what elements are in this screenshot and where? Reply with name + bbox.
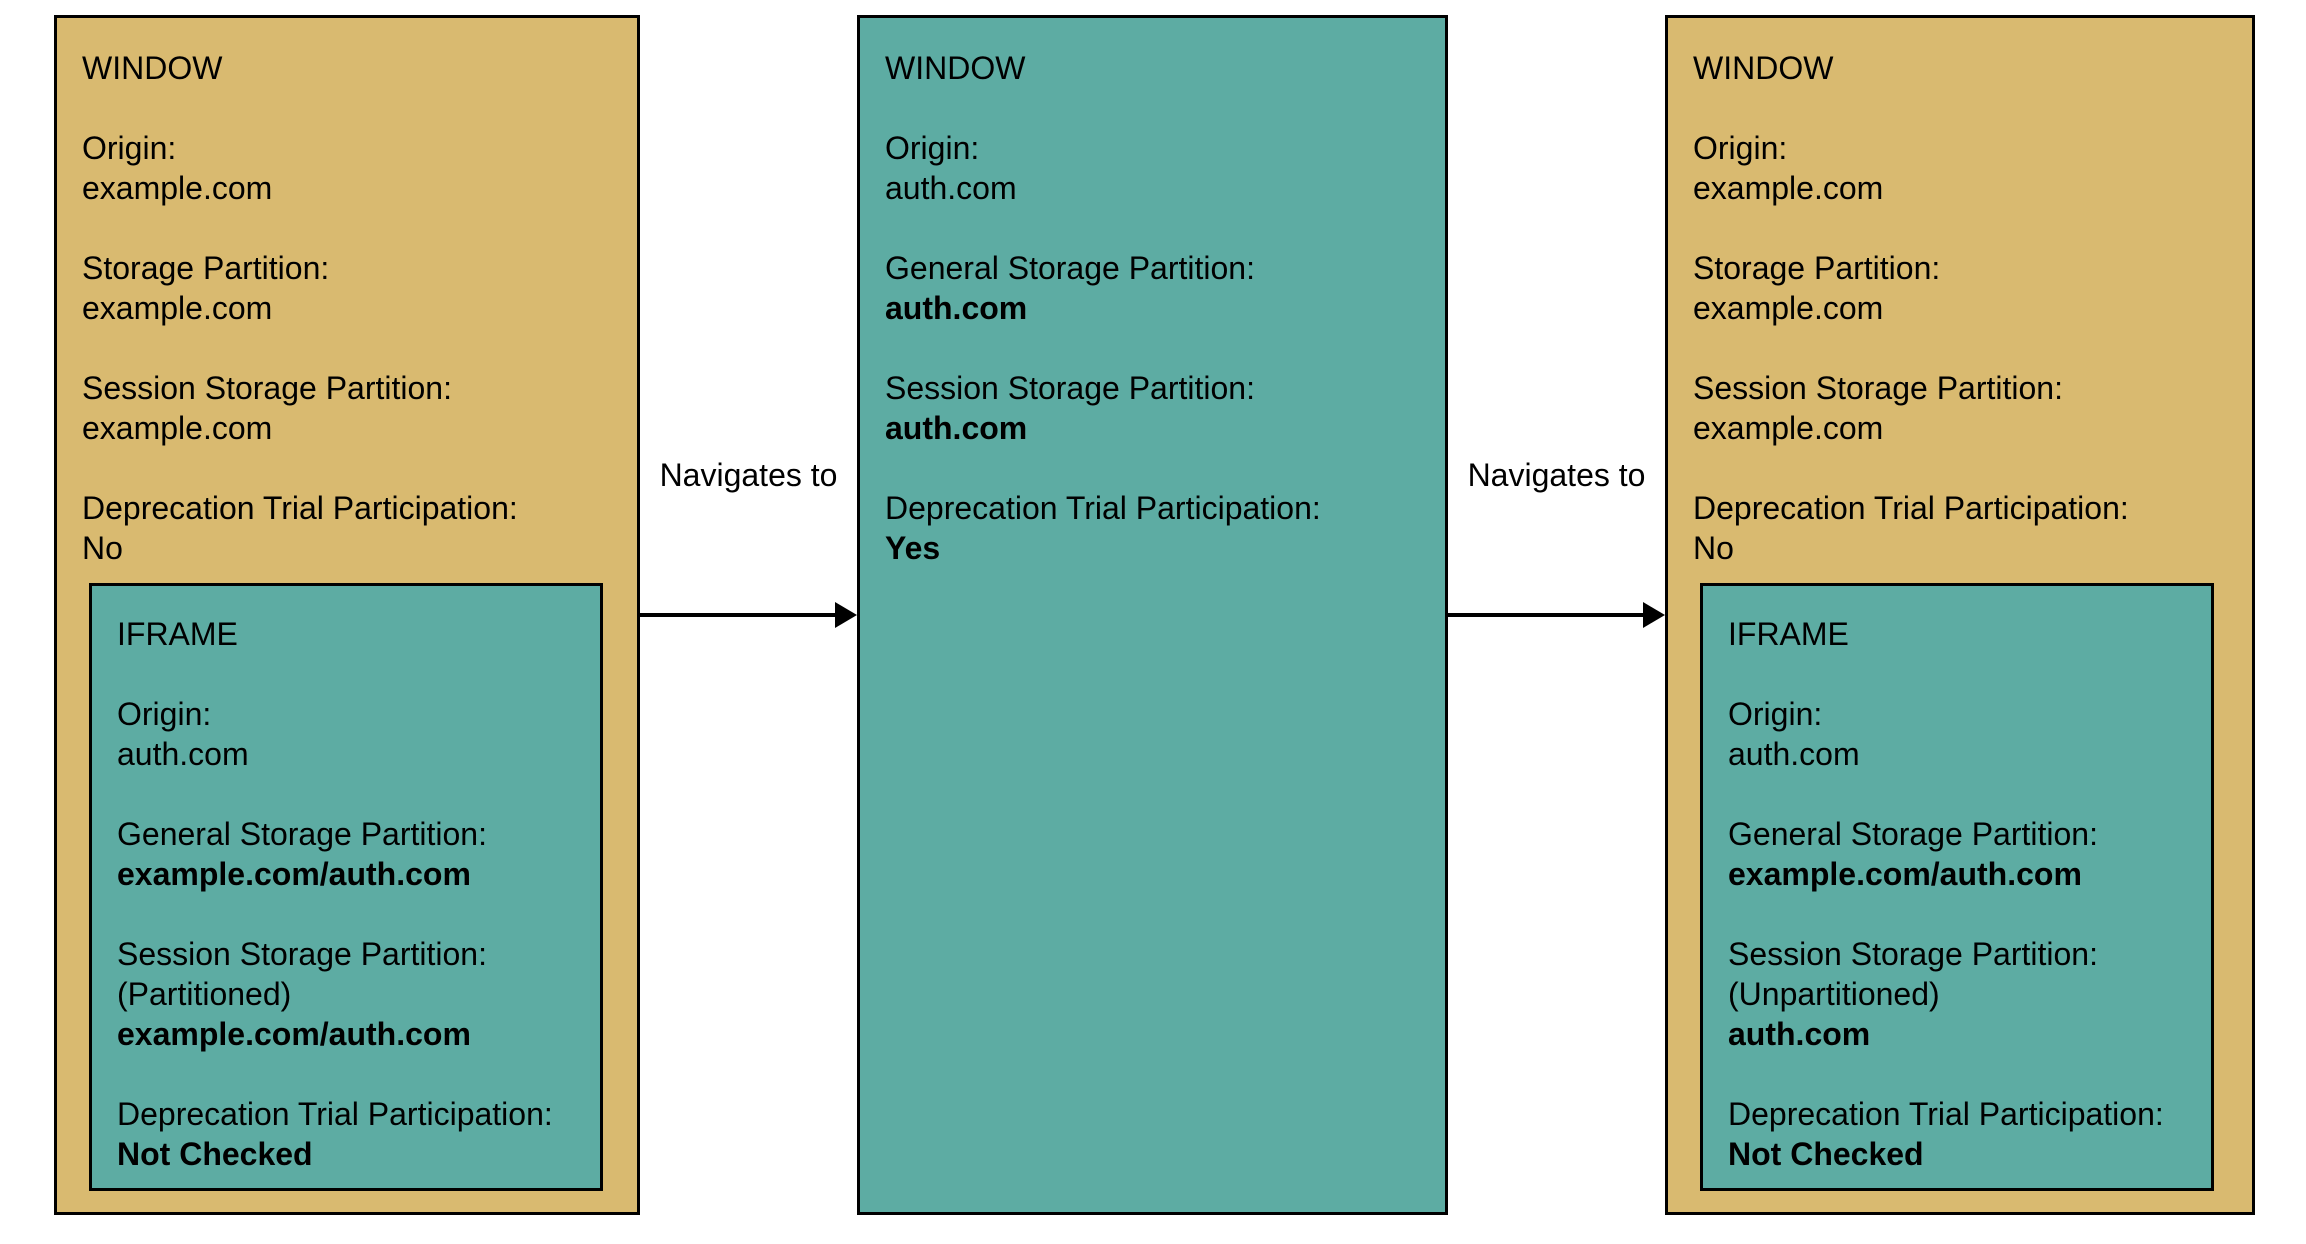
navigates-label-1: Navigates to xyxy=(659,457,838,493)
field-value: example.com xyxy=(1693,410,1884,446)
iframe-box-1: IFRAME Origin: auth.com General Storage … xyxy=(89,583,603,1191)
window-2-title: WINDOW xyxy=(885,50,1026,86)
field-origin: Origin: example.com xyxy=(82,128,612,208)
field-label: Session Storage Partition: xyxy=(117,936,487,972)
field-value: No xyxy=(82,530,123,566)
window-box-2: WINDOW Origin: auth.com General Storage … xyxy=(857,15,1448,1215)
window-box-3: WINDOW Origin: example.com Storage Parti… xyxy=(1665,15,2255,1215)
field-value: example.com/auth.com xyxy=(117,1016,471,1052)
field-session-storage-partition: Session Storage Partition: (Unpartitione… xyxy=(1728,934,2186,1054)
field-deprecation-trial: Deprecation Trial Participation: No xyxy=(1693,488,2227,568)
field-value: auth.com xyxy=(885,290,1028,326)
field-value: auth.com xyxy=(117,736,249,772)
field-origin: Origin: auth.com xyxy=(117,694,575,774)
field-label: Session Storage Partition: xyxy=(82,370,452,406)
field-label: Storage Partition: xyxy=(1693,250,1941,286)
field-general-storage-partition: General Storage Partition: example.com/a… xyxy=(1728,814,2186,894)
field-value: auth.com xyxy=(885,170,1017,206)
field-label: Deprecation Trial Participation: xyxy=(885,490,1321,526)
field-label: Deprecation Trial Participation: xyxy=(82,490,518,526)
field-label: Session Storage Partition: xyxy=(1728,936,2098,972)
field-value: Yes xyxy=(885,530,941,566)
field-label: General Storage Partition: xyxy=(117,816,487,852)
field-label: Origin: xyxy=(885,130,980,166)
field-value: example.com/auth.com xyxy=(117,856,471,892)
field-session-storage-partition: Session Storage Partition: auth.com xyxy=(885,368,1420,448)
field-origin: Origin: auth.com xyxy=(1728,694,2186,774)
field-label: Deprecation Trial Participation: xyxy=(117,1096,553,1132)
field-label: Origin: xyxy=(82,130,177,166)
iframe-3-title: IFRAME xyxy=(1728,616,1849,652)
field-label: Origin: xyxy=(1728,696,1823,732)
field-label: Origin: xyxy=(117,696,212,732)
field-origin: Origin: example.com xyxy=(1693,128,2227,208)
iframe-1-title: IFRAME xyxy=(117,616,238,652)
field-origin: Origin: auth.com xyxy=(885,128,1420,208)
field-value: example.com xyxy=(82,170,273,206)
window-1-title: WINDOW xyxy=(82,50,223,86)
field-value: example.com/auth.com xyxy=(1728,856,2082,892)
field-label: Deprecation Trial Participation: xyxy=(1728,1096,2164,1132)
navigates-arrow-2: Navigates to xyxy=(1448,455,1665,635)
field-deprecation-trial: Deprecation Trial Participation: Not Che… xyxy=(1728,1094,2186,1174)
field-value: example.com xyxy=(1693,290,1884,326)
field-storage-partition: Storage Partition: example.com xyxy=(82,248,612,328)
field-storage-partition: Storage Partition: example.com xyxy=(1693,248,2227,328)
field-value: No xyxy=(1693,530,1734,566)
field-value: example.com xyxy=(82,410,273,446)
arrow-head-icon xyxy=(835,602,857,628)
field-label: General Storage Partition: xyxy=(885,250,1255,286)
field-label: General Storage Partition: xyxy=(1728,816,2098,852)
field-label: Session Storage Partition: xyxy=(1693,370,2063,406)
field-value: auth.com xyxy=(1728,1016,1871,1052)
field-value: auth.com xyxy=(885,410,1028,446)
field-label: Deprecation Trial Participation: xyxy=(1693,490,2129,526)
field-value: Not Checked xyxy=(1728,1136,1924,1172)
arrow-line xyxy=(640,613,836,617)
field-value: (Partitioned) xyxy=(117,976,292,1012)
field-general-storage-partition: General Storage Partition: auth.com xyxy=(885,248,1420,328)
field-value: example.com xyxy=(1693,170,1884,206)
field-session-storage-partition: Session Storage Partition: example.com xyxy=(1693,368,2227,448)
navigates-label-2: Navigates to xyxy=(1467,457,1646,493)
field-value: example.com xyxy=(82,290,273,326)
field-session-storage-partition: Session Storage Partition: (Partitioned)… xyxy=(117,934,575,1054)
window-box-1: WINDOW Origin: example.com Storage Parti… xyxy=(54,15,640,1215)
field-value: (Unpartitioned) xyxy=(1728,976,1940,1012)
field-deprecation-trial: Deprecation Trial Participation: Not Che… xyxy=(117,1094,575,1174)
field-label: Storage Partition: xyxy=(82,250,330,286)
arrow-head-icon xyxy=(1643,602,1665,628)
field-value: auth.com xyxy=(1728,736,1860,772)
field-deprecation-trial: Deprecation Trial Participation: No xyxy=(82,488,612,568)
field-general-storage-partition: General Storage Partition: example.com/a… xyxy=(117,814,575,894)
window-3-title: WINDOW xyxy=(1693,50,1834,86)
navigates-arrow-1: Navigates to xyxy=(640,455,857,635)
field-value: Not Checked xyxy=(117,1136,313,1172)
iframe-box-3: IFRAME Origin: auth.com General Storage … xyxy=(1700,583,2214,1191)
arrow-line xyxy=(1448,613,1644,617)
field-label: Session Storage Partition: xyxy=(885,370,1255,406)
field-label: Origin: xyxy=(1693,130,1788,166)
field-session-storage-partition: Session Storage Partition: example.com xyxy=(82,368,612,448)
field-deprecation-trial: Deprecation Trial Participation: Yes xyxy=(885,488,1420,568)
